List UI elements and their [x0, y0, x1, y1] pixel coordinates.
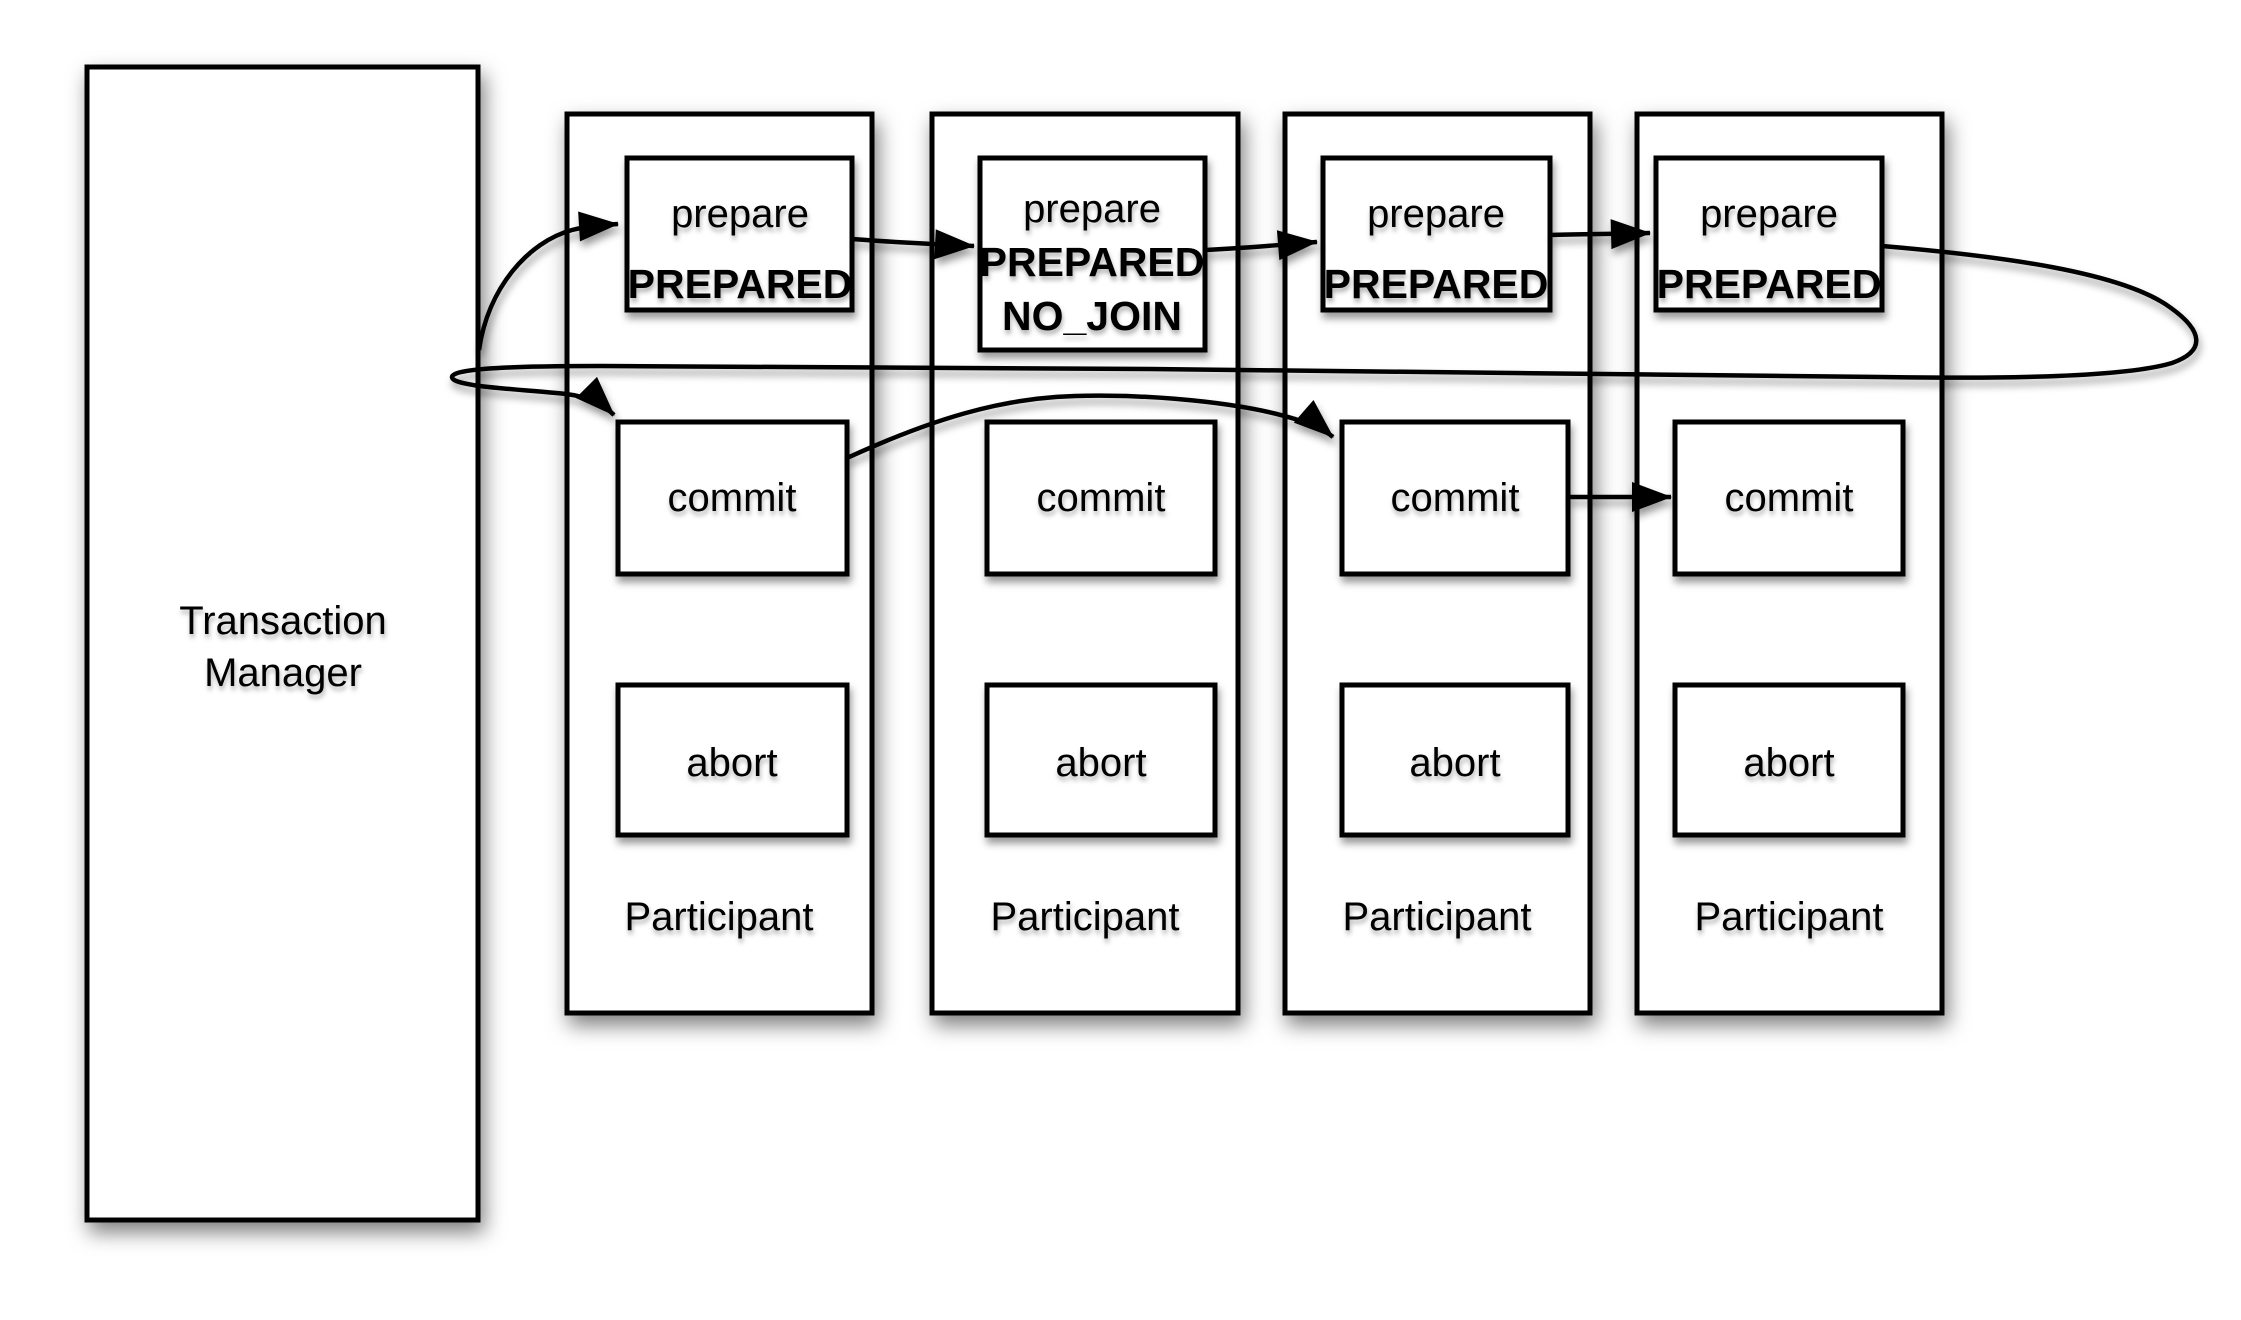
message-flow-arrows: [449, 211, 2199, 512]
participant-3-abort-label: abort: [1409, 741, 1500, 785]
participant-4-label: Participant: [1695, 895, 1884, 939]
participant-2-commit-box: [984, 419, 1218, 577]
participant-4-abort-label: abort: [1743, 741, 1834, 785]
participant-2-label: Participant: [991, 895, 1180, 939]
transaction-manager-label-line2: Manager: [204, 651, 362, 695]
arrow-tm-to-prepare1: [476, 211, 619, 351]
participant-3-prepare-box: [1320, 155, 1553, 313]
participant-1-commit-label: commit: [668, 476, 797, 520]
participant-1-commit-box: [615, 419, 850, 577]
arrow-prepare2-to-prepare3: [1204, 230, 1318, 261]
transaction-manager-label-line1: Transaction: [179, 599, 387, 643]
participant-column-2: prepare PREPARED NO_JOIN commit abort Pa…: [929, 111, 1241, 1016]
arrow-prepare3-to-prepare4: [1549, 219, 1651, 250]
transaction-manager: Transaction Manager: [84, 64, 481, 1223]
arrow-commit1-to-commit3: [846, 393, 1335, 461]
participant-column-3: prepare PREPARED commit abort Participan…: [1282, 111, 1593, 1016]
participant-4-prepare-state: PREPARED: [1657, 261, 1882, 307]
participant-1-label: Participant: [625, 895, 814, 939]
participant-1-prepare-label: prepare: [671, 192, 809, 236]
participant-4-prepare-box: [1653, 155, 1885, 313]
transaction-manager-box: [84, 64, 481, 1223]
participant-4-prepare-label: prepare: [1700, 192, 1838, 236]
participant-2-prepare-state: PREPARED: [980, 239, 1205, 285]
participant-3-label: Participant: [1343, 895, 1532, 939]
participant-1-prepare-state: PREPARED: [628, 261, 853, 307]
participant-3-prepare-label: prepare: [1367, 192, 1505, 236]
participant-column-4: prepare PREPARED commit abort Participan…: [1634, 111, 1945, 1016]
participant-2-abort-box: [984, 682, 1218, 838]
participant-1-abort-label: abort: [686, 741, 777, 785]
participant-4-abort-box: [1672, 682, 1906, 838]
participant-3-abort-box: [1339, 682, 1571, 838]
participant-1-prepare-box: [624, 155, 855, 313]
participant-2-prepare-state-2: NO_JOIN: [1002, 293, 1182, 339]
arrow-prepare1-to-prepare2: [851, 229, 975, 260]
participant-4-commit-box: [1672, 419, 1906, 577]
participant-4-commit-label: commit: [1725, 476, 1854, 520]
arrow-loop-prepare4-to-commit1: [449, 243, 2199, 417]
participant-2-prepare-box: [977, 155, 1208, 353]
participant-3-commit-label: commit: [1391, 476, 1520, 520]
participant-column-1: prepare PREPARED commit abort Participan…: [564, 111, 875, 1016]
participant-2-prepare-label: prepare: [1023, 187, 1161, 231]
participant-2-commit-label: commit: [1037, 476, 1166, 520]
participant-2-abort-label: abort: [1055, 741, 1146, 785]
participant-3-prepare-state: PREPARED: [1324, 261, 1549, 307]
participant-1-abort-box: [615, 682, 850, 838]
